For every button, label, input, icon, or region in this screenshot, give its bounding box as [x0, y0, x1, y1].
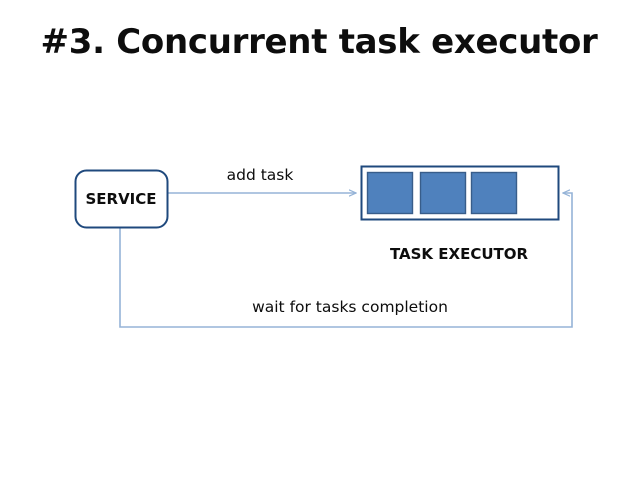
task-slot-2: [419, 171, 467, 215]
node-service[interactable]: SERVICE: [74, 169, 169, 229]
page-title: #3. Concurrent task executor: [40, 22, 598, 62]
service-label: SERVICE: [85, 190, 156, 208]
connector-wait-for-tasks-completion[interactable]: wait for tasks completion: [119, 193, 573, 328]
task-executor-label: TASK EXECUTOR: [390, 245, 529, 263]
node-task-executor[interactable]: TASK EXECUTOR: [360, 165, 560, 264]
service-box: [74, 169, 169, 229]
task-slot-3: [470, 171, 518, 215]
wait-for-tasks-completion-label: wait for tasks completion: [252, 298, 448, 316]
add-task-label: add task: [227, 166, 294, 184]
wait-for-tasks-completion-line: [119, 193, 573, 328]
task-slot-1: [366, 171, 414, 215]
connector-add-task[interactable]: add task: [168, 166, 356, 193]
